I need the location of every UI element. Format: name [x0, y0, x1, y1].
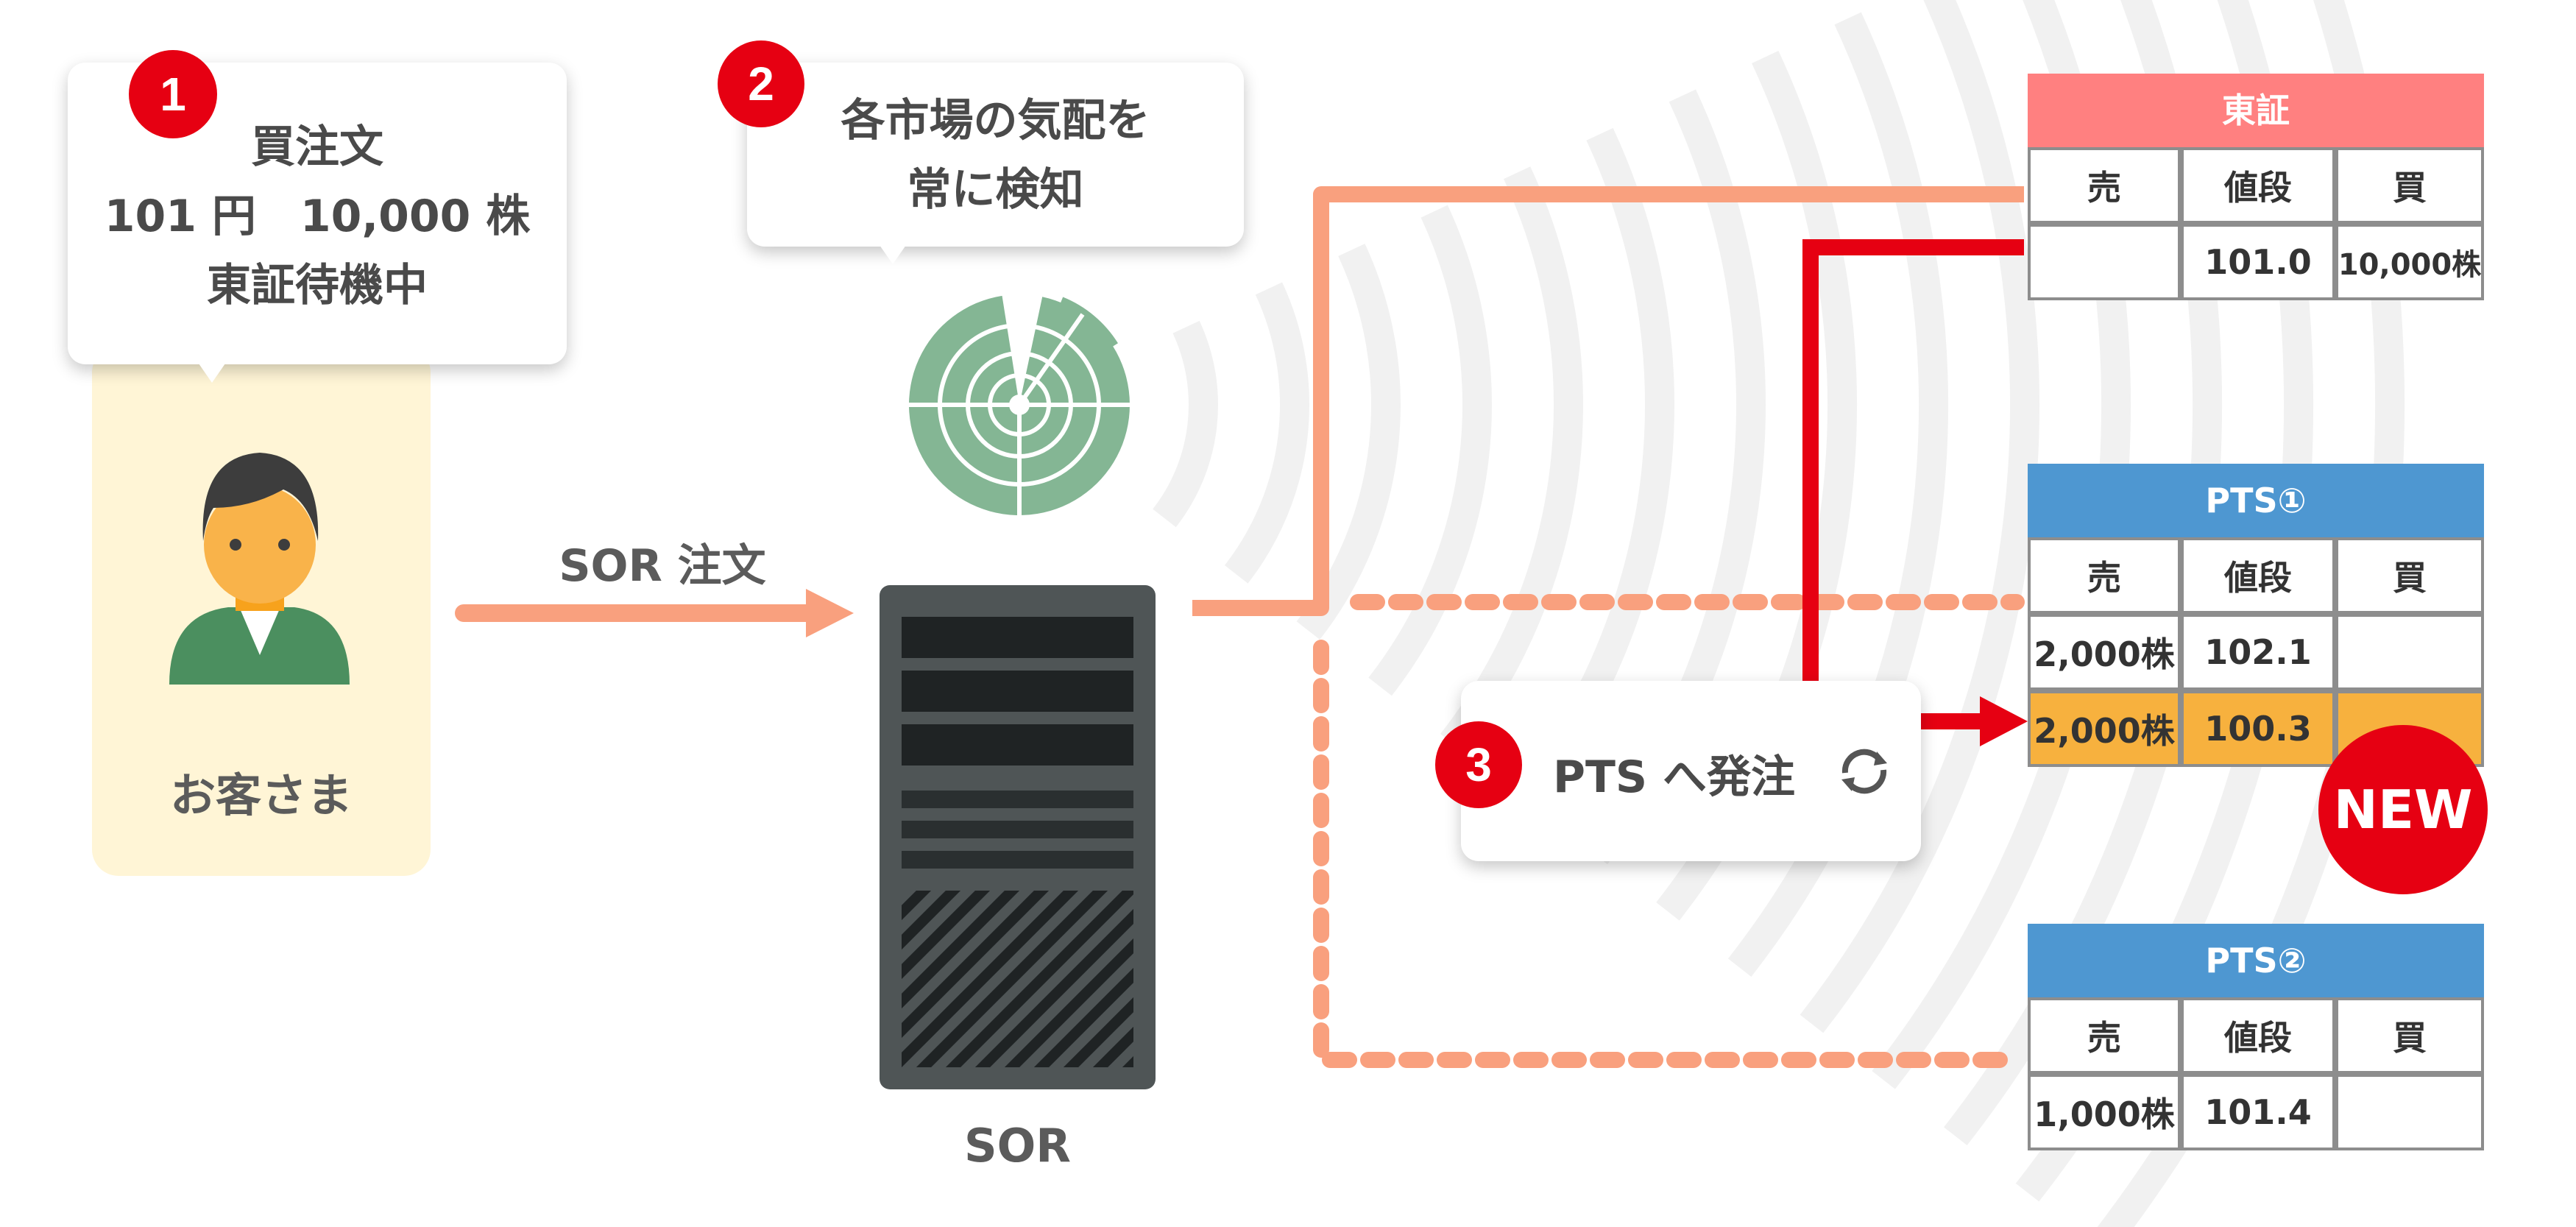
radar-needle	[1017, 313, 1085, 406]
sor-order-arrow	[455, 589, 854, 637]
market-cell	[2338, 617, 2481, 687]
market-cell	[2338, 1077, 2481, 1148]
radar-center	[1009, 395, 1030, 415]
customer-label: お客さま	[169, 768, 353, 822]
market-cell: 2,000株	[2031, 617, 2178, 687]
market-cell: 2,000株	[2031, 693, 2178, 764]
market-cell: 10,000株	[2338, 227, 2481, 297]
market-column-header: 売	[2031, 150, 2178, 221]
order-line-2: 101 円 10,000 株	[104, 191, 531, 242]
refresh-icon	[1841, 749, 1887, 794]
market-name: PTS②	[2028, 924, 2484, 997]
server-vent-stripe	[1137, 883, 1328, 1075]
market-cell	[2031, 227, 2178, 297]
radar-line-1: 各市場の気配を	[841, 95, 1150, 146]
radar-wave	[1800, 0, 2039, 1033]
server-vent-stripe	[548, 883, 740, 1075]
server-vent-stripe	[902, 891, 1093, 1067]
server-vent-stripe	[1255, 883, 1446, 1075]
server-vent-stripe	[902, 891, 975, 964]
sor-order-label: SOR 注文	[559, 540, 766, 592]
customer-avatar	[169, 453, 350, 685]
server-vent-stripe	[696, 883, 887, 1075]
step-2-badge: 2	[718, 40, 804, 127]
market-column-header: 買	[2338, 150, 2481, 221]
server-vent-stripe	[931, 891, 1122, 1067]
market-cell: 102.1	[2184, 617, 2332, 687]
market-column-header: 値段	[2184, 150, 2332, 221]
sor-label: SOR	[963, 1119, 1072, 1173]
server-vent-stripe	[1019, 953, 1133, 1067]
server-vent-stripe	[637, 883, 828, 1075]
server-vent-stripe	[578, 883, 769, 1075]
market-name: 東証	[2028, 74, 2484, 147]
order-line-3: 東証待機中	[207, 260, 428, 311]
server-vent-stripe	[902, 891, 1034, 1023]
radar-wave	[1440, 166, 1583, 752]
step-1-badge: 1	[129, 50, 217, 138]
radar-wave	[1368, 205, 1492, 696]
server-vent-stripe	[902, 891, 1064, 1053]
sor-server	[548, 585, 1446, 1089]
order-line-1: 買注文	[251, 121, 383, 173]
pts-order-bubble: PTS へ発注	[1461, 681, 1921, 861]
radar-wave	[1224, 282, 1309, 584]
market-cell: 100.3	[2184, 693, 2332, 764]
server-vent-stripe	[960, 894, 1133, 1067]
server-vent-stripe	[902, 891, 946, 935]
market-name: PTS①	[2028, 464, 2484, 537]
step-3-badge: 3	[1435, 721, 1522, 808]
bubble-1-tail	[199, 364, 225, 383]
new-badge: NEW	[2318, 725, 2488, 894]
radar-bubble: 各市場の気配を 常に検知	[747, 63, 1244, 247]
pts-order-label: PTS へ発注	[1553, 752, 1796, 803]
radar-icon	[909, 295, 1130, 516]
server-vent-stripe	[607, 883, 799, 1075]
server-vent-stripe	[902, 891, 1005, 994]
server-vent-stripe	[1078, 1012, 1133, 1067]
market-column-header: 値段	[2184, 1000, 2332, 1071]
market-column-header: 値段	[2184, 540, 2332, 611]
bubble-2-tail	[880, 245, 906, 264]
market-cell: 101.0	[2184, 227, 2332, 297]
market-cell: 101.4	[2184, 1077, 2332, 1148]
server-vent-stripe	[1049, 983, 1133, 1067]
server-vent-stripe	[990, 924, 1133, 1067]
market-column-header: 売	[2031, 1000, 2178, 1071]
market-cell: 1,000株	[2031, 1077, 2178, 1148]
market-column-header: 買	[2338, 540, 2481, 611]
connection-lines	[1192, 186, 2028, 1068]
market-column-header: 買	[2338, 1000, 2481, 1071]
radar-wave	[1153, 320, 1218, 528]
server-vent-stripe	[1196, 883, 1387, 1075]
server-vent-stripe	[666, 883, 857, 1075]
radar-wave	[1296, 244, 1401, 640]
market-column-header: 売	[2031, 540, 2178, 611]
radar-line-2: 常に検知	[907, 164, 1084, 216]
